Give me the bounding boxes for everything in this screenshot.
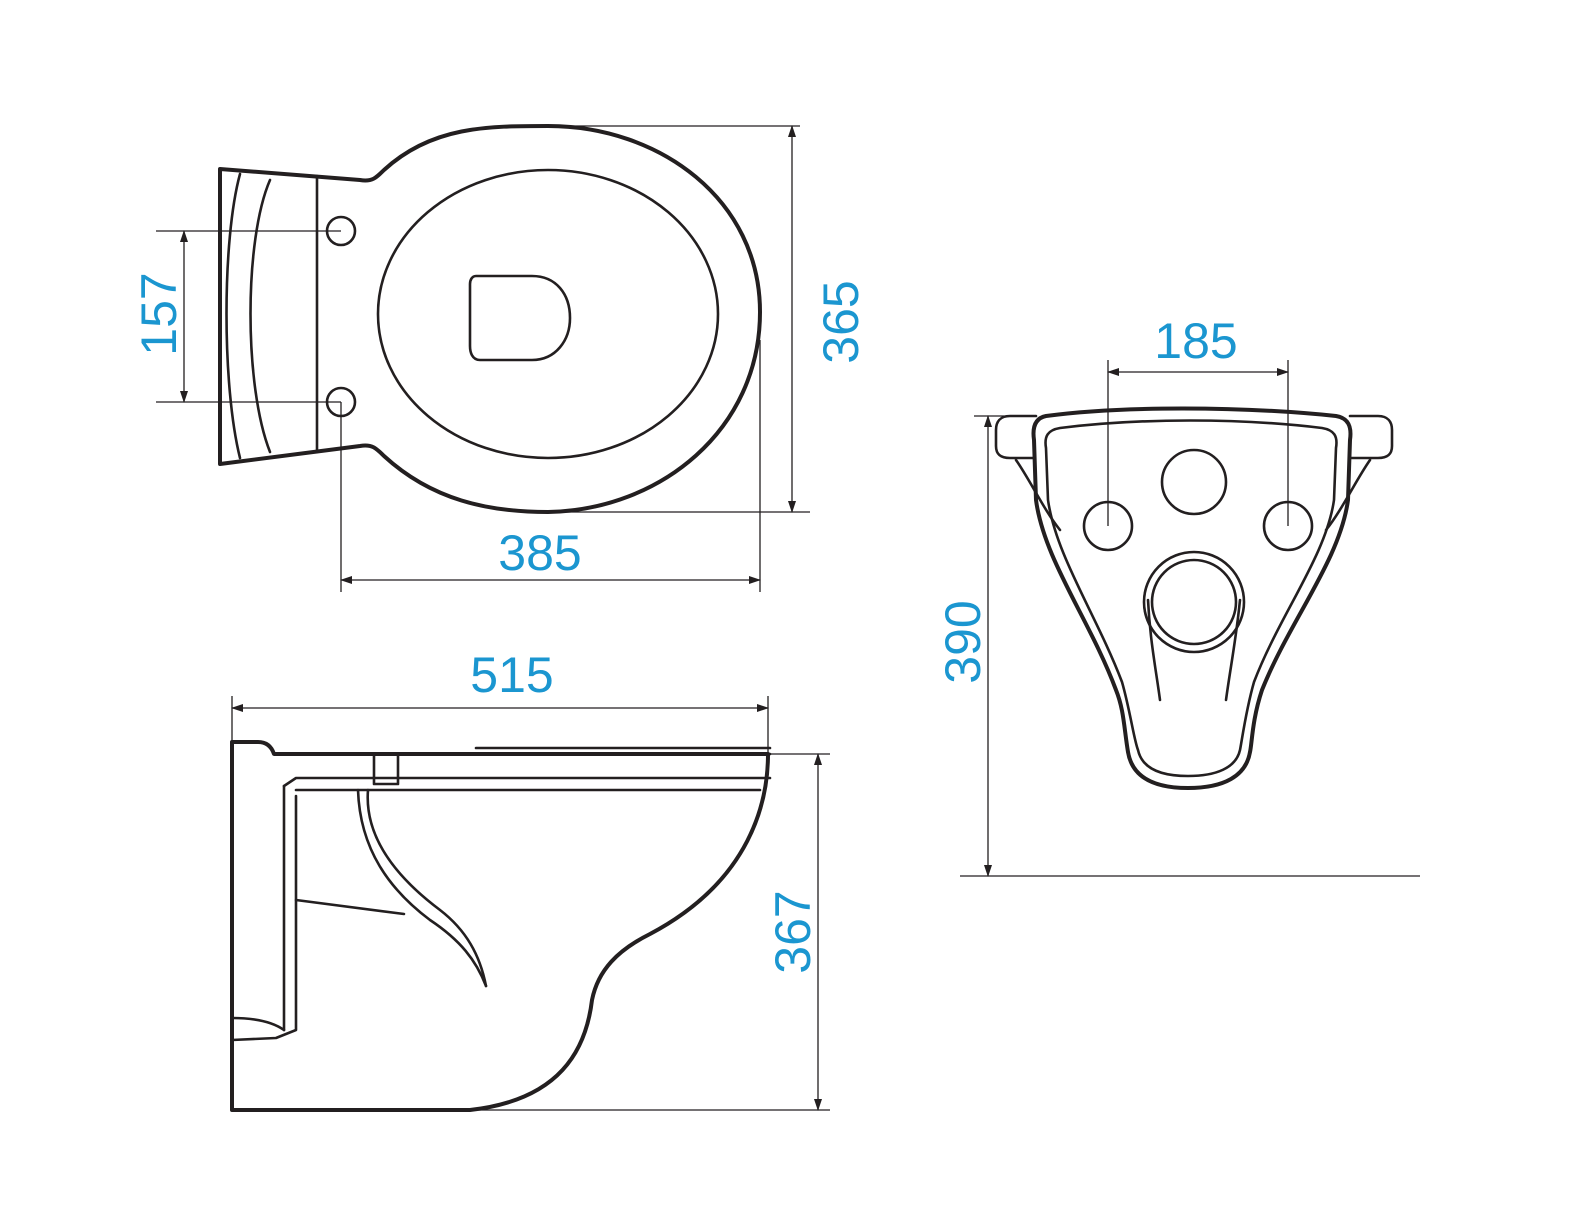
dim-side-height-label: 367 — [765, 890, 821, 973]
rear-view-outline — [994, 406, 1394, 790]
dim-top-length: 385 — [340, 340, 761, 592]
side-view: 515 367 — [230, 647, 830, 1112]
dim-rear-height: 390 — [935, 415, 1036, 877]
dim-side-length: 515 — [231, 647, 769, 754]
dim-rear-bolt-spacing: 185 — [1107, 313, 1289, 526]
dim-rear-height-label: 390 — [935, 600, 991, 683]
rear-view: 185 390 — [935, 313, 1420, 877]
rear-waste-outlet — [1150, 558, 1238, 646]
dim-side-height: 367 — [470, 753, 830, 1111]
dim-side-length-label: 515 — [470, 647, 553, 703]
top-view: 365 385 157 — [131, 124, 869, 592]
dim-rear-bolt-spacing-label: 185 — [1154, 313, 1237, 369]
dim-top-bolt-spacing-label: 157 — [131, 272, 187, 355]
dim-top-bolt-spacing: 157 — [131, 230, 341, 403]
side-view-outline — [230, 740, 772, 1112]
dim-top-height-label: 365 — [813, 280, 869, 363]
rear-water-inlet — [1160, 448, 1228, 516]
dim-top-length-label: 385 — [498, 525, 581, 581]
dim-top-height: 365 — [548, 125, 869, 513]
top-view-bowl-outline — [218, 124, 762, 514]
